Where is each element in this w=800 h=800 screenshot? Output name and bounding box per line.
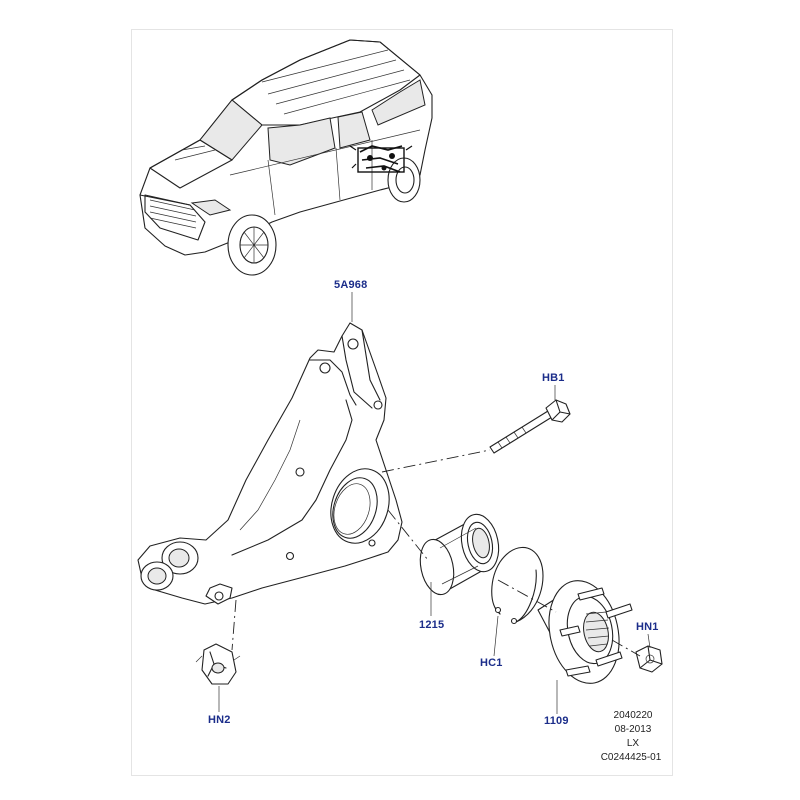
hub-nut-part <box>635 645 663 673</box>
footer-model: LX <box>626 738 640 749</box>
circlip-part <box>491 546 544 625</box>
callout-hub: 1109 <box>544 715 569 727</box>
callout-bearing: 1215 <box>419 619 445 631</box>
callout-bolt: HB1 <box>542 372 565 384</box>
callout-hub-nut: HN1 <box>636 621 659 633</box>
callout-circlip: HC1 <box>480 657 503 669</box>
callout-knuckle: 5A968 <box>334 279 368 291</box>
wheel-hub-part <box>537 580 633 684</box>
lower-nut-part <box>195 643 241 685</box>
wheel-bearing-part <box>419 513 500 596</box>
footer-ref-code: 2040220 <box>613 710 653 721</box>
callout-lower-nut: HN2 <box>208 714 231 726</box>
bolt-part <box>489 399 571 454</box>
vehicle-locator-illustration <box>139 39 433 276</box>
footer-illustration-id: C0244425-01 <box>600 752 662 763</box>
assembly-centerlines <box>231 449 641 657</box>
suspension-highlight-icon <box>349 145 413 173</box>
rear-knuckle-part <box>137 322 403 605</box>
footer-date: 08-2013 <box>614 724 652 735</box>
callout-leaders <box>218 292 651 714</box>
